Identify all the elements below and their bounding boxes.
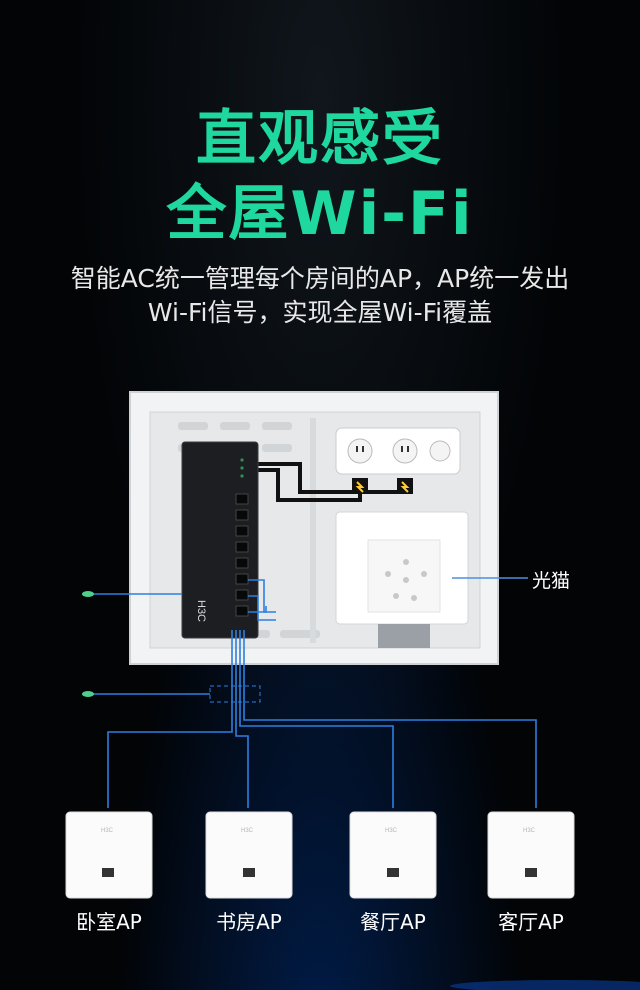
ap-label-dining: 餐厅AP: [360, 910, 426, 934]
fiber-in-dot: [82, 691, 94, 697]
ap-label-bedroom: 卧室AP: [76, 910, 142, 934]
ap-panel-dining: H3C: [349, 811, 437, 899]
ap-panel-bedroom: H3C: [65, 811, 153, 899]
h3c-switch: [181, 441, 259, 639]
headline-line1: 直观感受: [196, 104, 444, 174]
modem-label: 光猫: [532, 570, 571, 592]
switch-brand-logo: H3C: [195, 600, 207, 622]
ap-label-study: 书房AP: [216, 910, 282, 934]
svg-text:H3C: H3C: [523, 828, 536, 834]
subtitle-line1: 智能AC统一管理每个房间的AP，AP统一发出: [70, 264, 570, 293]
ap-panel-study: H3C: [205, 811, 293, 899]
ap-panel-living: H3C: [487, 811, 575, 899]
svg-text:H3C: H3C: [241, 828, 254, 834]
ap-label-living: 客厅AP: [498, 910, 564, 934]
subtitle-line2: Wi-Fi信号，实现全屋Wi-Fi覆盖: [147, 298, 493, 327]
fiber-in-dot: [82, 591, 94, 597]
svg-text:H3C: H3C: [385, 828, 398, 834]
headline-line2: 全屋Wi-Fi: [166, 179, 474, 249]
svg-text:H3C: H3C: [101, 828, 114, 834]
